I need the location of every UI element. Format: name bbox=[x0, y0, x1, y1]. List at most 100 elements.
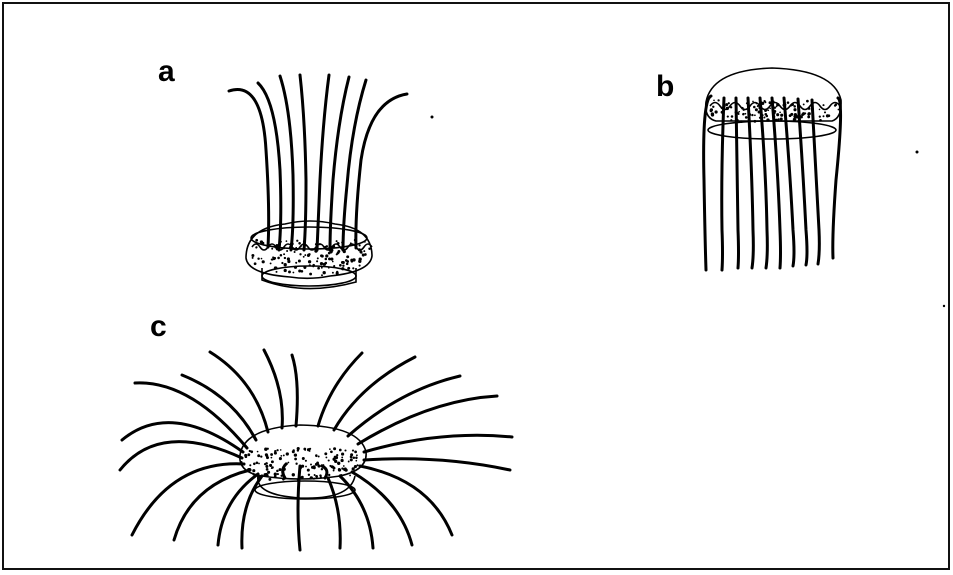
stipple-dot bbox=[292, 272, 294, 274]
stipple-dot bbox=[819, 109, 821, 111]
stipple-dot bbox=[331, 465, 334, 468]
stipple-dot bbox=[263, 473, 266, 476]
stipple-dot bbox=[352, 450, 354, 452]
stipple-dot bbox=[780, 114, 783, 117]
stipple-dot bbox=[340, 264, 342, 266]
stipple-dot bbox=[346, 263, 349, 266]
stipple-dot bbox=[789, 114, 792, 117]
stipple-dot bbox=[759, 117, 761, 119]
stipple-dot bbox=[346, 260, 349, 263]
stipple-dot bbox=[359, 250, 362, 253]
stipple-dot bbox=[350, 270, 352, 272]
stipple-dot bbox=[355, 460, 357, 462]
stipple-dot bbox=[267, 471, 270, 474]
stipple-dot bbox=[793, 105, 796, 108]
stipple-dot bbox=[255, 246, 257, 248]
stipple-dot bbox=[779, 111, 781, 113]
stipple-dot bbox=[745, 113, 747, 115]
stipple-dot bbox=[757, 105, 759, 107]
stipple-dot bbox=[834, 104, 836, 106]
stipple-dot bbox=[298, 260, 301, 263]
stipple-dot bbox=[333, 447, 336, 450]
stipple-dot bbox=[279, 468, 282, 471]
stipple-dot bbox=[317, 267, 320, 270]
stipple-dot bbox=[285, 462, 288, 465]
stipple-dot bbox=[284, 269, 287, 272]
stipple-dot bbox=[764, 109, 767, 112]
stipple-dot bbox=[276, 470, 279, 473]
stipple-dot bbox=[257, 451, 259, 453]
stipple-dot bbox=[284, 464, 286, 466]
stipple-dot bbox=[294, 453, 297, 456]
stipple-dot bbox=[328, 459, 330, 461]
stipple-dot bbox=[308, 260, 311, 263]
stipple-dot bbox=[752, 101, 754, 103]
panel-b-velum-rim bbox=[708, 121, 836, 139]
stipple-dot bbox=[343, 465, 345, 467]
stipple-dot bbox=[354, 451, 357, 454]
stipple-dot bbox=[754, 114, 756, 116]
stipple-dot bbox=[283, 253, 285, 255]
panel-c-tentacle bbox=[218, 474, 258, 545]
stipple-dot bbox=[344, 449, 346, 451]
stipple-dot bbox=[265, 462, 268, 465]
panel-c-tentacle bbox=[364, 435, 512, 452]
stipple-dot bbox=[321, 468, 323, 470]
stipple-dot bbox=[303, 256, 305, 258]
stipple-dot bbox=[294, 251, 296, 253]
stipple-dot bbox=[346, 255, 349, 258]
stipple-dot bbox=[711, 112, 714, 115]
stipple-dot bbox=[271, 467, 273, 469]
stipple-dot bbox=[273, 257, 276, 260]
stipple-dot bbox=[743, 113, 745, 115]
panel-b-tentacle bbox=[833, 98, 841, 258]
stipple-dot bbox=[337, 251, 340, 254]
stipple-dot bbox=[288, 462, 290, 464]
panel-b-tentacle bbox=[748, 98, 753, 268]
stipple-dot bbox=[307, 448, 310, 451]
stipple-dot bbox=[265, 465, 268, 468]
stipple-dot bbox=[313, 465, 316, 468]
stipple-dot bbox=[328, 247, 330, 249]
stipple-dot bbox=[304, 449, 306, 451]
stipple-dot bbox=[286, 240, 288, 242]
stipple-dot bbox=[332, 245, 335, 248]
stipple-dot bbox=[741, 107, 744, 110]
stipple-dot bbox=[308, 474, 310, 476]
stipple-dot bbox=[266, 468, 269, 471]
stipple-dot bbox=[320, 476, 322, 478]
stipple-dot bbox=[330, 250, 333, 253]
stipple-dot bbox=[803, 103, 805, 105]
stipple-dot bbox=[282, 478, 285, 481]
stipple-dot bbox=[252, 257, 254, 259]
stipple-dot bbox=[793, 108, 796, 111]
panel-c-tentacle bbox=[264, 350, 282, 428]
stipple-dot bbox=[249, 450, 251, 452]
panel-b-tentacle bbox=[784, 98, 794, 266]
stipple-dot bbox=[759, 110, 762, 113]
stipple-dot bbox=[308, 253, 310, 255]
stipple-dot bbox=[274, 450, 276, 452]
stipple-dot bbox=[261, 242, 264, 245]
stipple-dot bbox=[338, 468, 341, 471]
stipple-dot bbox=[324, 452, 327, 455]
stipple-dot bbox=[766, 118, 769, 121]
stipple-dot bbox=[790, 105, 792, 107]
stipple-dot bbox=[271, 457, 273, 459]
stipple-dot bbox=[316, 462, 319, 465]
stipple-dot bbox=[756, 103, 758, 105]
stipple-dot bbox=[730, 119, 732, 121]
stipple-dot bbox=[763, 116, 765, 118]
stipple-dot bbox=[251, 254, 254, 257]
panel-a-tentacle bbox=[229, 90, 269, 247]
stipple-dot bbox=[332, 261, 334, 263]
stipple-dot bbox=[294, 458, 297, 461]
stipple-dot bbox=[336, 272, 339, 275]
stipple-dot bbox=[811, 108, 814, 111]
stipple-dot bbox=[260, 455, 262, 457]
stipple-dot bbox=[758, 106, 761, 109]
stipple-dot bbox=[254, 262, 257, 265]
stipple-dot bbox=[270, 453, 273, 456]
stipple-dot bbox=[319, 243, 321, 245]
stipple-dot bbox=[337, 242, 340, 245]
